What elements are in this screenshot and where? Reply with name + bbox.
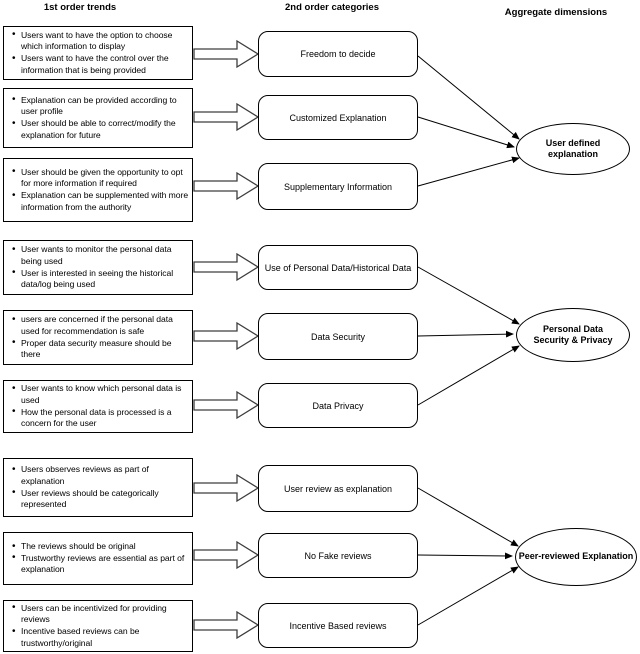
link-datasecurity-to-privacy — [417, 330, 514, 338]
link-incentive-to-peerreviewed — [417, 566, 519, 626]
block-arrow-2 — [193, 102, 260, 132]
block-arrow-3 — [193, 171, 260, 201]
trend-bullet: Proper data security measure should be t… — [11, 337, 189, 361]
category-box-incentive-based-reviews: Incentive Based reviews — [258, 603, 418, 648]
block-arrow-6 — [193, 390, 260, 420]
column-header-second-order: 2nd order categories — [285, 2, 379, 13]
trend-box-freedom: Users want to have the option to choose … — [3, 26, 193, 80]
trend-bullet: users are concerned if the personal data… — [11, 314, 189, 337]
trend-bullet: Users can be incentivized for providing … — [11, 602, 189, 626]
trend-bullet: User reviews should be categorically rep… — [11, 487, 189, 511]
trend-bullet: User wants to monitor the personal data … — [11, 244, 189, 267]
block-arrow-9 — [193, 610, 260, 640]
category-label: Customized Explanation — [289, 112, 387, 123]
trend-box-data-security: users are concerned if the personal data… — [3, 310, 193, 365]
link-supplementary-to-userdefined — [417, 156, 520, 187]
category-box-freedom-to-decide: Freedom to decide — [258, 31, 418, 77]
dimension-label: Personal Data Security & Privacy — [533, 323, 613, 346]
category-box-supplementary-information: Supplementary Information — [258, 163, 418, 210]
trend-box-personal-data: User wants to monitor the personal data … — [3, 240, 193, 295]
trend-bullet: Explanation can be provided according to… — [11, 94, 189, 118]
dimension-ellipse-peer-reviewed-explanation: Peer-reviewed Explanation — [515, 528, 637, 586]
dimension-ellipse-user-defined-explanation: User defined explanation — [516, 123, 630, 175]
category-label: Supplementary Information — [283, 181, 393, 192]
trend-bullet: The reviews should be original — [11, 541, 189, 553]
trend-box-supplementary: User should be given the opportunity to … — [3, 158, 193, 222]
trend-bullet: User should be given the opportunity to … — [11, 166, 189, 190]
trend-bullet: User is interested in seeing the histori… — [11, 267, 189, 291]
category-label: Data Security — [310, 331, 366, 342]
category-box-data-privacy: Data Privacy — [258, 383, 418, 428]
category-box-customized-explanation: Customized Explanation — [258, 95, 418, 140]
trend-bullet: Explanation can be supplemented with mor… — [11, 189, 189, 213]
column-header-first-order: 1st order trends — [43, 2, 117, 13]
block-arrow-5 — [193, 321, 260, 351]
dimension-label: Peer-reviewed Explanation — [518, 551, 634, 562]
trend-bullet: Users want to have the option to choose … — [11, 29, 189, 53]
column-header-aggregate: Aggregate dimensions — [504, 7, 608, 18]
category-label: Use of Personal Data/Historical Data — [264, 262, 412, 273]
link-userreview-to-peerreviewed — [417, 487, 519, 547]
category-label: Data Privacy — [312, 400, 364, 411]
category-box-no-fake-reviews: No Fake reviews — [258, 533, 418, 578]
trend-box-user-review: Users observes reviews as part of explan… — [3, 458, 193, 517]
category-label: Incentive Based reviews — [289, 620, 387, 631]
category-box-data-security: Data Security — [258, 313, 418, 360]
link-freedom-to-userdefined — [417, 55, 520, 140]
block-arrow-7 — [193, 473, 260, 503]
link-dataprivacy-to-privacy — [417, 345, 520, 406]
category-to-dimension-links — [417, 55, 520, 626]
dimension-label: User defined explanation — [545, 137, 601, 160]
trend-bullet: User wants to know which personal data i… — [11, 383, 189, 406]
block-arrows — [193, 39, 260, 640]
category-box-use-of-personal-data: Use of Personal Data/Historical Data — [258, 245, 418, 290]
trend-box-customized: Explanation can be provided according to… — [3, 88, 193, 148]
trend-bullet: User should be able to correct/modify th… — [11, 117, 189, 141]
trend-bullet: Incentive based reviews can be trustwort… — [11, 625, 189, 649]
category-label: Freedom to decide — [300, 49, 376, 59]
link-customized-to-userdefined — [417, 116, 515, 149]
trend-box-no-fake: The reviews should be original Trustwort… — [3, 532, 193, 585]
block-arrow-4 — [193, 252, 260, 282]
link-nofake-to-peerreviewed — [417, 552, 513, 560]
trend-box-data-privacy: User wants to know which personal data i… — [3, 380, 193, 433]
trend-box-incentive: Users can be incentivized for providing … — [3, 600, 193, 652]
trend-bullet: Users want to have the control over the … — [11, 52, 189, 76]
category-label: No Fake reviews — [304, 550, 372, 561]
block-arrow-8 — [193, 540, 260, 570]
block-arrow-1 — [193, 39, 260, 69]
trend-bullet: Users observes reviews as part of explan… — [11, 464, 189, 487]
dimension-ellipse-personal-data-security-privacy: Personal Data Security & Privacy — [516, 308, 630, 362]
category-box-user-review-as-explanation: User review as explanation — [258, 465, 418, 512]
trend-bullet: Trustworthy reviews are essential as par… — [11, 552, 189, 576]
trend-bullet: How the personal data is processed is a … — [11, 406, 189, 430]
link-usedata-to-privacy — [417, 266, 520, 325]
category-label: User review as explanation — [283, 483, 393, 494]
